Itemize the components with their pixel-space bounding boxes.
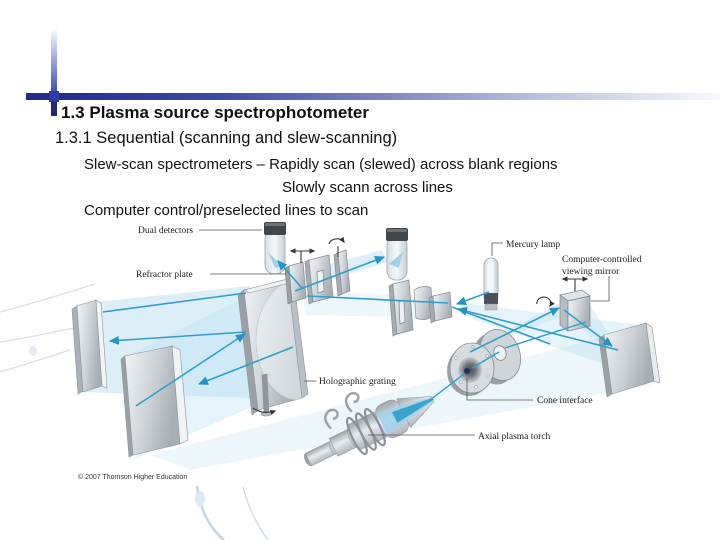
decor-cross-node [49, 91, 59, 102]
callout-lines [199, 229, 610, 436]
background-swoosh-bottom [195, 485, 269, 540]
viewing-mirror [559, 289, 591, 332]
decor-vertical-stub [51, 102, 57, 116]
label-viewing-mirror-1: Computer-controlled [562, 255, 642, 265]
beam-rays [102, 256, 619, 407]
mercury-lamp [483, 257, 499, 311]
collimating-mirror-left [71, 299, 108, 395]
bullet-line-2: Slowly scann across lines [282, 179, 453, 196]
slit-plate-2 [388, 279, 414, 337]
bullet-line-1: Slew-scan spectrometers – Rapidly scan (… [84, 156, 558, 173]
holographic-grating [237, 278, 309, 417]
label-cone-interface: Cone interface [537, 395, 593, 406]
refractor-plate [284, 261, 307, 305]
focusing-mirror-center [120, 345, 189, 458]
label-dual-detectors: Dual detectors [138, 226, 193, 236]
decor-horizontal-bar [26, 93, 720, 100]
detector-tube-2 [386, 228, 408, 281]
slide-subtitle: 1.3.1 Sequential (scanning and slew-scan… [55, 129, 398, 147]
axial-plasma-torch [303, 391, 435, 467]
label-mercury-lamp: Mercury lamp [506, 240, 560, 250]
bullet-line-3: Computer control/preselected lines to sc… [84, 202, 369, 219]
page-title: 1.3 Plasma source spectrophotometer [61, 103, 370, 122]
square-mirror [428, 291, 453, 324]
label-axial-plasma-torch: Axial plasma torch [478, 432, 551, 442]
label-holographic-grating: Holographic grating [319, 377, 396, 387]
label-viewing-mirror-2: viewing mirror [562, 267, 620, 277]
copyright-credit: © 2007 Thomson Higher Education [78, 473, 187, 481]
decor-vertical-line [51, 28, 57, 94]
motion-arrows [252, 236, 589, 415]
flat-mirror-right [598, 322, 661, 398]
label-refractor-plate: Refractor plate [136, 269, 193, 280]
